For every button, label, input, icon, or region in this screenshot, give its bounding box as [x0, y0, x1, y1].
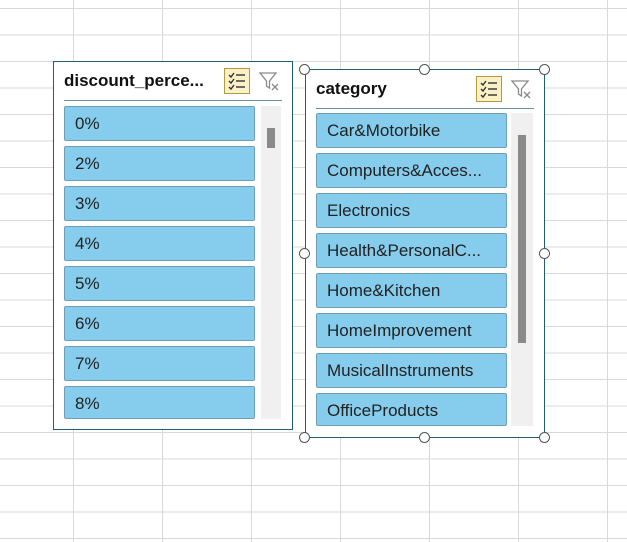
slicer-item-health[interactable]: Health&PersonalC...	[316, 233, 507, 268]
discount-scroll-thumb[interactable]	[267, 128, 275, 148]
category-slicer[interactable]: category Car&Motorbike Computers&Acces..…	[305, 69, 545, 438]
discount-slicer-title: discount_perce...	[64, 71, 204, 90]
multi-select-icon	[228, 72, 245, 91]
resize-handle-middle-left[interactable]	[299, 248, 310, 259]
slicer-item-7pct[interactable]: 7%	[64, 346, 255, 381]
category-slicer-title: category	[316, 79, 387, 98]
slicer-item-5pct[interactable]: 5%	[64, 266, 255, 301]
category-slicer-header: category	[316, 70, 534, 109]
slicer-item-3pct[interactable]: 3%	[64, 186, 255, 221]
slicer-item-computers[interactable]: Computers&Acces...	[316, 153, 507, 188]
slicer-item-8pct[interactable]: 8%	[64, 386, 255, 419]
slicer-item-4pct[interactable]: 4%	[64, 226, 255, 261]
discount-slicer-header: discount_perce...	[64, 62, 282, 101]
resize-handle-bottom-middle[interactable]	[419, 432, 430, 443]
clear-filter-button[interactable]	[508, 76, 534, 102]
category-scroll-thumb[interactable]	[518, 135, 526, 343]
slicer-item-0pct[interactable]: 0%	[64, 106, 255, 141]
clear-filter-icon	[510, 80, 531, 99]
slicer-item-home-kitchen[interactable]: Home&Kitchen	[316, 273, 507, 308]
slicer-item-office[interactable]: OfficeProducts	[316, 393, 507, 426]
resize-handle-bottom-right[interactable]	[539, 432, 550, 443]
slicer-item-6pct[interactable]: 6%	[64, 306, 255, 341]
discount-scrollbar[interactable]	[261, 106, 281, 419]
clear-filter-icon	[258, 72, 279, 91]
resize-handle-middle-right[interactable]	[539, 248, 550, 259]
slicer-item-2pct[interactable]: 2%	[64, 146, 255, 181]
category-scrollbar[interactable]	[511, 113, 533, 426]
slicer-item-musical[interactable]: MusicalInstruments	[316, 353, 507, 388]
clear-filter-button[interactable]	[256, 68, 282, 94]
resize-handle-top-middle[interactable]	[419, 64, 430, 75]
discount-slicer[interactable]: discount_perce... 0% 2% 3% 4% 5% 6% 7	[53, 61, 293, 430]
resize-handle-bottom-left[interactable]	[299, 432, 310, 443]
slicer-item-electronics[interactable]: Electronics	[316, 193, 507, 228]
multi-select-button[interactable]	[224, 68, 250, 94]
resize-handle-top-left[interactable]	[299, 64, 310, 75]
multi-select-icon	[480, 80, 497, 99]
slicer-item-car-motorbike[interactable]: Car&Motorbike	[316, 113, 507, 148]
resize-handle-top-right[interactable]	[539, 64, 550, 75]
multi-select-button[interactable]	[476, 76, 502, 102]
slicer-item-home-improvement[interactable]: HomeImprovement	[316, 313, 507, 348]
